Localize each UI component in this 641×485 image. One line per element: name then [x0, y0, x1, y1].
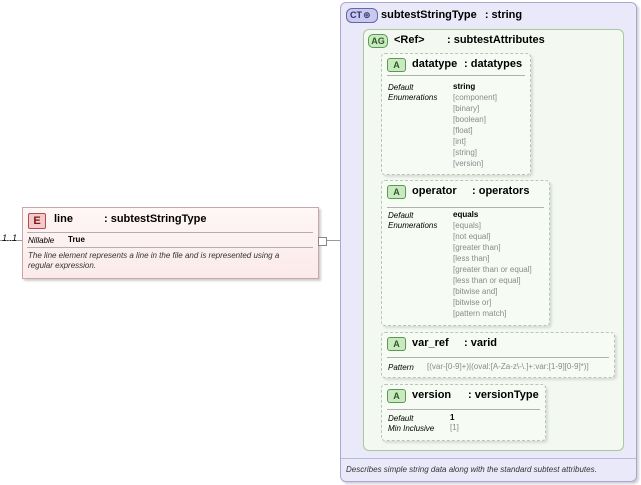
min-inclusive-value: [1]: [450, 423, 459, 432]
attribute-separator: [387, 357, 609, 358]
enumerations-list: [component] [binary] [boolean] [float] […: [453, 93, 498, 168]
attribute-group-name: : subtestAttributes: [447, 34, 545, 46]
complex-type-badge: CT⊕: [346, 8, 378, 23]
attribute-group-ref: <Ref>: [394, 34, 425, 46]
attribute-operator-box[interactable]: A operator : operators Default equals En…: [381, 180, 550, 326]
attribute-separator: [387, 409, 540, 410]
complex-type-documentation: Describes simple string data along with …: [346, 465, 597, 474]
element-type: : subtestStringType: [104, 213, 207, 225]
element-separator-2: [27, 247, 313, 248]
min-inclusive-label: Min Inclusive: [388, 424, 435, 433]
default-value: 1: [450, 413, 455, 422]
attribute-name: version: [412, 389, 452, 401]
attribute-type: : varid: [464, 337, 498, 349]
attribute-name: datatype: [412, 58, 458, 70]
complex-type-separator: [341, 458, 636, 459]
default-label: Default: [388, 211, 414, 220]
element-documentation: The line element represents a line in th…: [28, 251, 280, 270]
occurrence-label: 1..1: [2, 233, 18, 243]
default-label: Default: [388, 414, 414, 423]
pattern-label: Pattern: [388, 363, 414, 372]
connector-in: [0, 240, 22, 241]
enumerations-list: [equals] [not equal] [greater than] [les…: [453, 221, 532, 318]
enumerations-label: Enumerations: [388, 221, 438, 230]
element-line-box[interactable]: E line : subtestStringType Nillable True…: [22, 207, 319, 279]
attribute-separator: [387, 75, 525, 76]
attribute-badge: A: [387, 389, 406, 403]
default-label: Default: [388, 83, 414, 92]
nillable-label: Nillable: [28, 236, 55, 245]
element-badge: E: [28, 213, 46, 229]
attribute-type: : datatypes: [464, 58, 523, 70]
pattern-value: [(var-[0-9]+)|(oval:[A-Za-z\-\.]+:var:[1…: [427, 362, 589, 371]
attribute-badge: A: [387, 58, 406, 72]
attribute-type: : versionType: [468, 389, 539, 401]
attribute-name: operator: [412, 185, 457, 197]
enumerations-label: Enumerations: [388, 93, 438, 102]
element-name: line: [54, 213, 73, 225]
default-value: equals: [453, 210, 479, 219]
attribute-type: : operators: [472, 185, 530, 197]
attribute-badge: A: [387, 337, 406, 351]
complex-type-title: subtestStringType : string: [381, 9, 523, 21]
attribute-badge: A: [387, 185, 406, 199]
element-separator: [27, 232, 313, 233]
attribute-separator: [387, 207, 544, 208]
collapse-toggle[interactable]: [318, 237, 327, 246]
nillable-value: True: [68, 235, 85, 244]
attribute-group-badge: AG: [368, 34, 388, 48]
attribute-datatype-box[interactable]: A datatype : datatypes Default string En…: [381, 53, 531, 175]
attribute-name: var_ref: [412, 337, 449, 349]
attribute-var-ref-box[interactable]: A var_ref : varid Pattern [(var-[0-9]+)|…: [381, 332, 615, 378]
default-value: string: [453, 82, 476, 91]
attribute-version-box[interactable]: A version : versionType Default 1 Min In…: [381, 384, 546, 441]
